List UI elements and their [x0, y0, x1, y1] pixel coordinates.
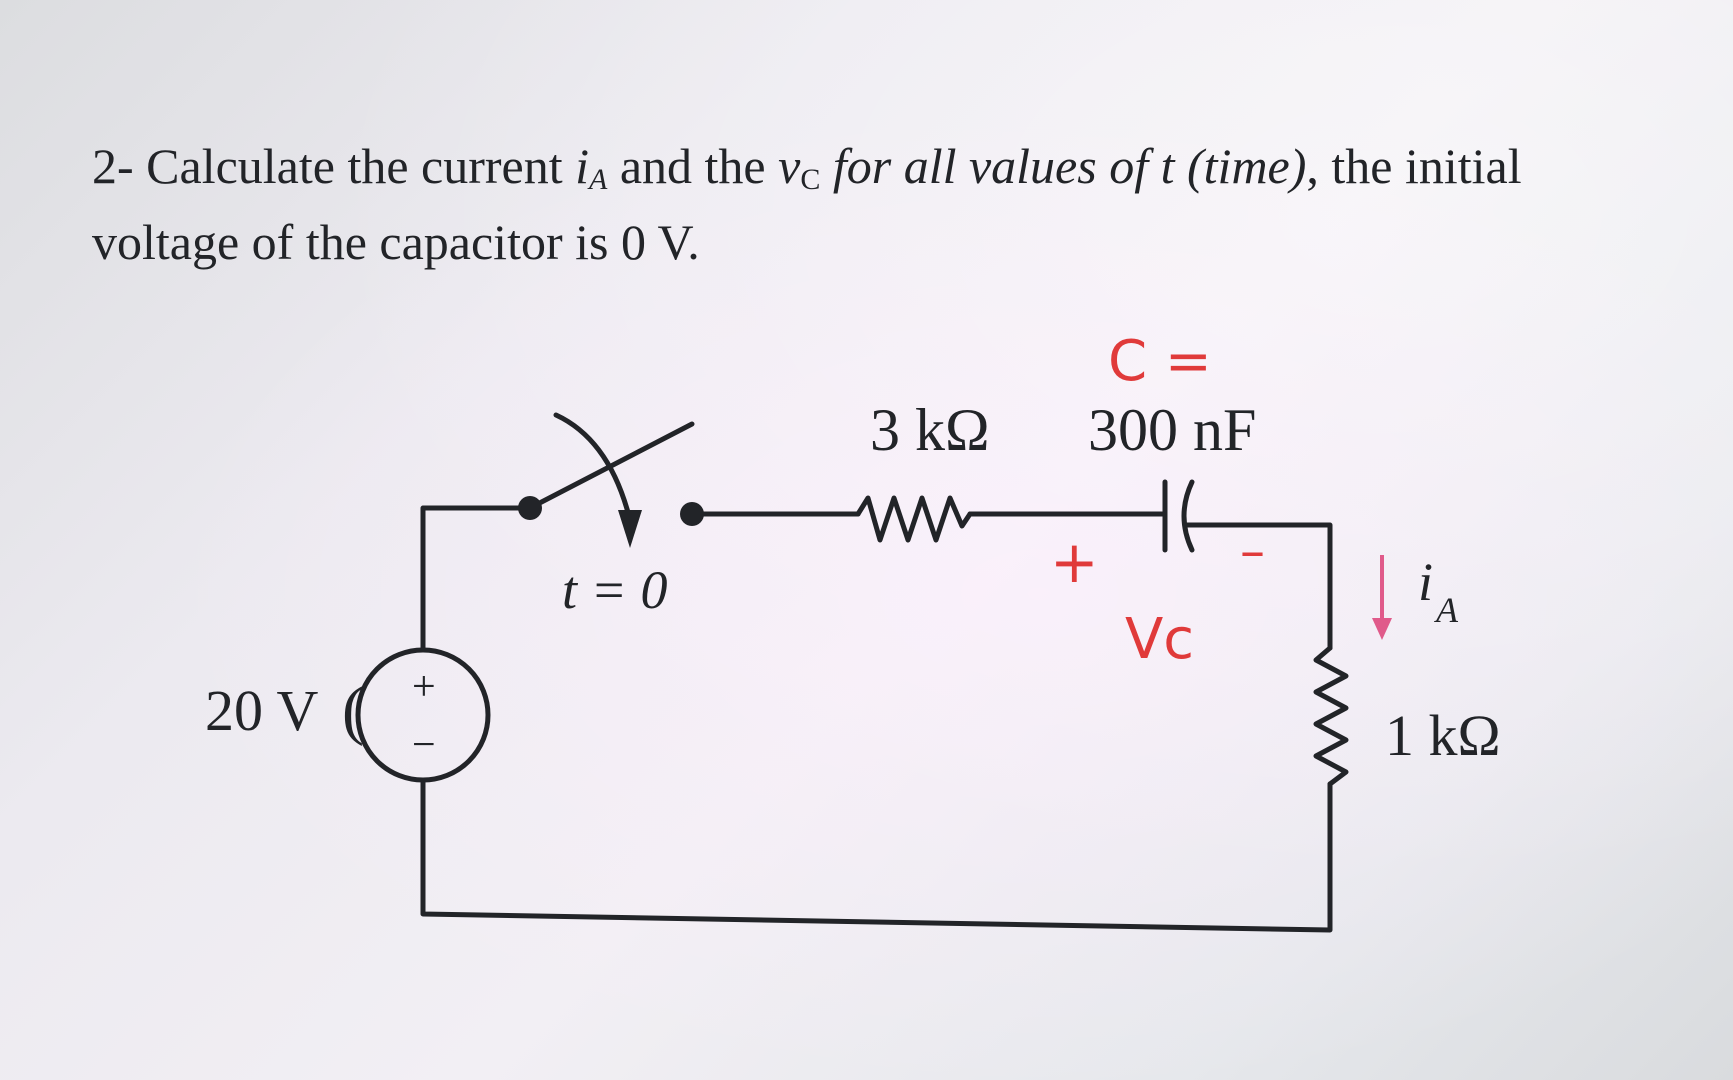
- wire-bottom: [420, 777, 1333, 933]
- problem-italic-part: for all values of: [820, 138, 1161, 194]
- current-arrow-head: [1372, 618, 1392, 640]
- vc-minus: –: [1240, 522, 1265, 580]
- switch-arc: [553, 412, 633, 523]
- t-symbol: t: [1160, 138, 1175, 194]
- voltage-source: [355, 647, 491, 783]
- ia-symbol: i: [575, 138, 590, 194]
- problem-mid: and the: [607, 138, 779, 194]
- resistor1-label: 3 kΩ: [870, 397, 990, 463]
- current-label-i: i: [1418, 552, 1433, 612]
- switch-pivot-dot: [518, 496, 542, 520]
- ia-subscript: A: [589, 163, 608, 196]
- capacitor-plate-right: [1181, 479, 1195, 553]
- capacitor-label: 300 nF: [1088, 397, 1256, 463]
- problem-prefix: 2- Calculate the current: [92, 138, 576, 194]
- wire-left-top: [420, 505, 533, 653]
- source-plus: +: [412, 664, 436, 710]
- vc-label: Vc: [1125, 607, 1194, 672]
- source-minus: −: [412, 722, 436, 768]
- resistor-1k: [1313, 645, 1349, 787]
- switch-arrowhead: [618, 510, 642, 548]
- resistor-3k: [855, 495, 973, 543]
- vc-symbol: v: [778, 138, 801, 194]
- wire-cap-to-right: [1182, 522, 1333, 651]
- resistor2-label: 1 kΩ: [1385, 703, 1501, 768]
- vc-plus: +: [1050, 528, 1099, 596]
- problem-suffix: , the initial voltage of the capacitor i…: [92, 138, 1522, 270]
- switch-label: t = 0: [562, 560, 667, 620]
- vc-subscript: C: [800, 163, 821, 196]
- switch-contact-dot: [680, 502, 704, 526]
- source-bracket: (: [342, 674, 364, 747]
- source-label: 20 V: [205, 678, 318, 743]
- problem-statement: 2- Calculate the current iA and the vC f…: [92, 135, 1652, 273]
- current-label-sub: A: [1434, 590, 1459, 630]
- time-paren: (time): [1174, 138, 1307, 194]
- capacitance-note: C =: [1108, 329, 1212, 394]
